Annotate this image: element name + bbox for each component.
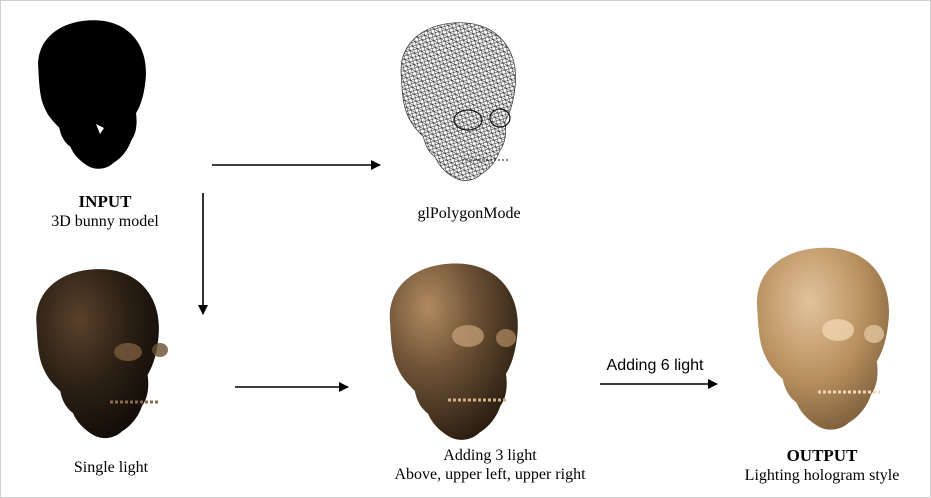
- input-title: INPUT: [79, 192, 132, 211]
- three-light-label: Adding 3 light Above, upper left, upper …: [360, 446, 620, 484]
- polygon-label: glPolygonMode: [394, 204, 544, 223]
- single-light-skull: [36, 269, 168, 438]
- single-light-label: Single light: [36, 458, 186, 477]
- three-light-skull: [390, 263, 518, 439]
- wireframe-skull: [401, 23, 516, 181]
- output-subtitle: Lighting hologram style: [722, 466, 922, 485]
- input-label: INPUT 3D bunny model: [30, 192, 180, 231]
- output-skull: [757, 248, 889, 430]
- output-title: OUTPUT: [787, 446, 858, 465]
- output-label: OUTPUT Lighting hologram style: [722, 446, 922, 485]
- input-skull-silhouette: [38, 20, 146, 168]
- three-light-subtitle: Above, upper left, upper right: [360, 465, 620, 484]
- input-subtitle: 3D bunny model: [30, 212, 180, 231]
- three-light-title: Adding 3 light: [360, 446, 620, 465]
- six-light-edge-label: Adding 6 light: [590, 356, 720, 375]
